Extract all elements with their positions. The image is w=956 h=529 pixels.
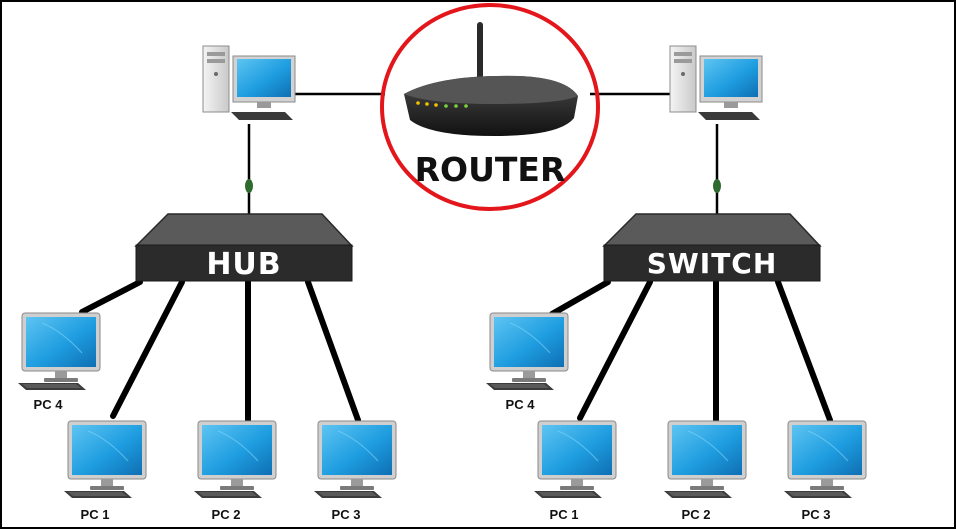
switch-node: SWITCH [602,213,822,282]
hub-pc-3: PC 3 [313,420,397,522]
pc-label: PC 1 [550,507,579,522]
switch-links [549,279,833,423]
pc-monitor-icon [485,312,569,391]
pc-label: PC 3 [332,507,361,522]
switch-pc-1: PC 1 [533,420,617,522]
pc-label: PC 2 [682,507,711,522]
desktop-left [202,45,296,121]
hub-top [134,213,354,247]
connector-icon [245,179,253,193]
switch-label: SWITCH [647,247,778,280]
router-icon [404,22,578,136]
pc-label: PC 3 [802,507,831,522]
pc-monitor-icon [533,420,617,499]
pc-monitor-icon [193,420,277,499]
switch-pc-2: PC 2 [663,420,747,522]
pc-monitor-icon [313,420,397,499]
hub-links [79,279,361,423]
pc-monitor-icon [17,312,101,391]
pc-monitor-icon [63,420,147,499]
backbone-links [245,92,721,214]
router-label: ROUTER [415,150,566,189]
hub-pc-1: PC 1 [63,420,147,522]
desktop-computer-icon [202,45,296,121]
hub-node: HUB [134,213,354,282]
pc-monitor-icon [663,420,747,499]
pc-label: PC 1 [81,507,110,522]
switch-pc-4: PC 4 [485,312,569,412]
hub-pc-4: PC 4 [17,312,101,412]
switch-body [603,244,821,282]
pc-label: PC 4 [34,397,64,412]
switch-top [602,213,822,247]
hub-pc-2: PC 2 [193,420,277,522]
desktop-computer-icon [669,45,763,121]
hub-body [135,244,353,282]
desktop-right [669,45,763,121]
pc-label: PC 4 [506,397,536,412]
pc-label: PC 2 [212,507,241,522]
hub-label: HUB [206,247,281,282]
connector-icon [713,179,721,193]
pc-monitor-icon [783,420,867,499]
router-node: ROUTER [380,3,600,211]
router-highlight-circle [380,3,600,211]
switch-pc-3: PC 3 [783,420,867,522]
